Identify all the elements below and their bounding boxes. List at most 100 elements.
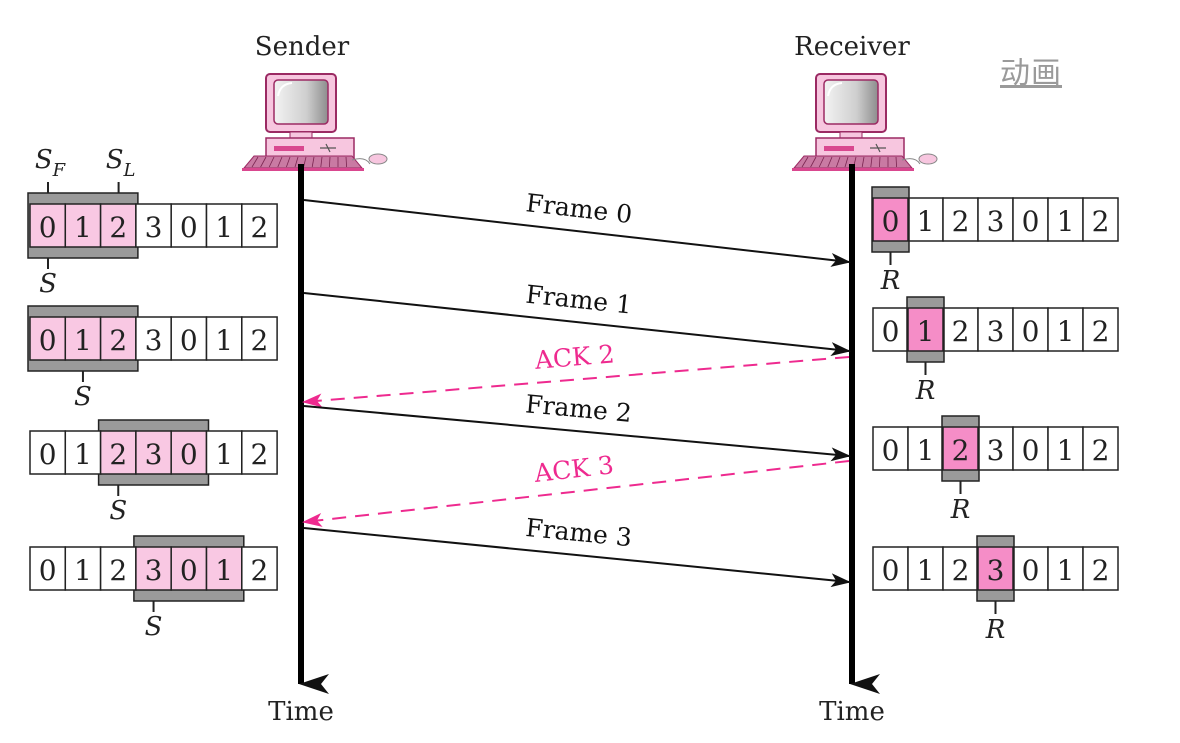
receiver-expected-cell xyxy=(907,307,944,352)
receiver-cell-label: 2 xyxy=(952,205,970,238)
receiver-cell-label: 2 xyxy=(952,554,970,587)
sender-cell-label: 1 xyxy=(74,324,92,357)
sender-cell-label: 0 xyxy=(39,324,57,357)
sender-cell-label: 0 xyxy=(39,211,57,244)
sender-cell-label: 0 xyxy=(39,438,57,471)
s-pointer-label: S xyxy=(74,382,92,412)
sender-cell-label: 3 xyxy=(145,324,163,357)
receiver-cell xyxy=(1082,426,1119,471)
sender-cell xyxy=(29,203,67,248)
receiver-cell-label: 2 xyxy=(952,434,970,467)
r-pointer-label: R xyxy=(950,495,971,525)
sender-cell-label: 0 xyxy=(180,438,198,471)
receiver-cell-label: 2 xyxy=(1092,315,1110,348)
receiver-cell xyxy=(872,426,909,471)
sender-cell xyxy=(170,203,208,248)
sender-cell-label: 3 xyxy=(145,211,163,244)
sender-cell xyxy=(64,546,102,591)
receiver-time-label: Time xyxy=(819,697,885,727)
receiver-cell xyxy=(1012,426,1049,471)
receiver-cell xyxy=(1047,546,1084,591)
receiver-cell xyxy=(977,426,1014,471)
receiver-expected-cell xyxy=(942,426,979,471)
receiver-cell xyxy=(1047,426,1084,471)
receiver-cell-label: 2 xyxy=(952,315,970,348)
sender-cell xyxy=(205,203,243,248)
receiver-cell-label: 0 xyxy=(882,205,900,238)
receiver-cell xyxy=(907,426,944,471)
sender-cell-label: 2 xyxy=(109,554,127,587)
sender-cell xyxy=(205,316,243,361)
frame-label: Frame 0 xyxy=(524,188,633,229)
receiver-cell-label: 3 xyxy=(987,434,1005,467)
sender-cell-label: 0 xyxy=(180,554,198,587)
receiver-cell-label: 1 xyxy=(917,554,935,587)
sender-cell-label: 0 xyxy=(180,211,198,244)
message-arrow: Frame 0 xyxy=(303,188,851,267)
message-arrow: ACK 3 xyxy=(302,450,850,527)
sender-cell-label: 1 xyxy=(215,324,233,357)
receiver-cell-label: 0 xyxy=(882,434,900,467)
receiver-cell-label: 0 xyxy=(882,554,900,587)
frame-label: Frame 3 xyxy=(524,513,633,552)
receiver-cell-label: 2 xyxy=(1092,205,1110,238)
receiver-cell-label: 1 xyxy=(1057,554,1075,587)
receiver-cell-label: 2 xyxy=(1092,434,1110,467)
receiver-cell-label: 0 xyxy=(882,315,900,348)
message-arrow: Frame 1 xyxy=(303,280,851,357)
receiver-cell xyxy=(942,546,979,591)
s-pointer-label: S xyxy=(145,612,163,642)
sender-cell-label: 2 xyxy=(251,324,269,357)
receiver-cell-label: 3 xyxy=(987,315,1005,348)
receiver-cell xyxy=(1012,307,1049,352)
r-pointer-label: R xyxy=(985,615,1006,645)
receiver-cell-label: 0 xyxy=(1022,434,1040,467)
sf-pointer-label: SF xyxy=(35,145,67,181)
receiver-cell-label: 1 xyxy=(1057,205,1075,238)
sender-cell-label: 0 xyxy=(180,324,198,357)
sender-cell-label: 0 xyxy=(39,554,57,587)
sender-cell-label: 3 xyxy=(145,438,163,471)
receiver-cell xyxy=(1047,197,1084,242)
sender-cell xyxy=(64,316,102,361)
r-pointer-label: R xyxy=(915,376,936,406)
sl-pointer-label: SL xyxy=(106,145,136,181)
sender-cell xyxy=(241,546,278,591)
receiver-cell xyxy=(942,197,979,242)
frame-line xyxy=(303,292,851,357)
sender-cell xyxy=(29,430,67,475)
receiver-cell xyxy=(1082,197,1119,242)
sender-label: Sender xyxy=(255,32,350,62)
sender-cell-label: 1 xyxy=(215,211,233,244)
message-arrow: ACK 2 xyxy=(302,339,850,408)
animation-link[interactable]: 动画 xyxy=(1000,56,1062,91)
sender-cell xyxy=(99,203,137,248)
sender-cell xyxy=(135,430,172,475)
sender-cell-label: 2 xyxy=(109,438,127,471)
receiver-label: Receiver xyxy=(794,32,910,62)
message-arrow: Frame 2 xyxy=(303,389,851,462)
sender-cell-label: 3 xyxy=(145,554,163,587)
receiver-cell xyxy=(1012,546,1049,591)
sender-cell xyxy=(170,546,208,591)
receiver-cell xyxy=(872,546,909,591)
sender-cell xyxy=(64,430,102,475)
ack-label: ACK 3 xyxy=(532,450,615,488)
receiver-cell xyxy=(1082,307,1119,352)
receiver-cell-label: 1 xyxy=(1057,315,1075,348)
sender-cell xyxy=(241,203,278,248)
sender-computer-icon xyxy=(242,73,388,171)
receiver-cell xyxy=(872,307,909,352)
frame-line xyxy=(303,527,851,588)
sender-cell xyxy=(99,316,137,361)
sender-cell-label: 1 xyxy=(74,554,92,587)
receiver-cell-label: 3 xyxy=(987,554,1005,587)
message-arrow: Frame 3 xyxy=(303,513,851,588)
